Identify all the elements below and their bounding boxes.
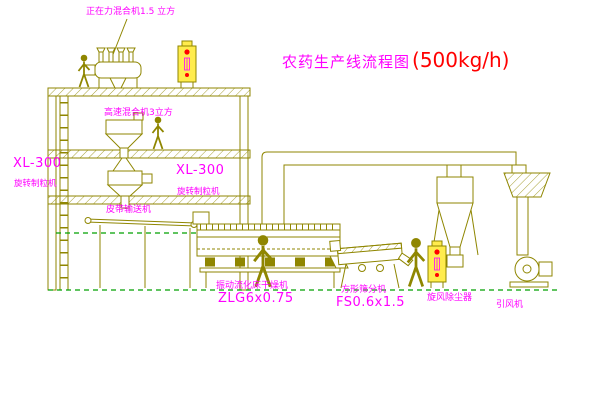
label-granulator-left-model: XL-300 [13,156,62,171]
label-dust-collector: 旋风除尘器 [427,293,473,303]
control-cabinet-ground [427,240,447,289]
square-sieve [329,239,414,289]
label-dryer-name: 振动流化床干燥机 [216,281,289,291]
label-granulator-mid-name: 旋转制粒机 [177,187,220,197]
label-top-mixer: 正在力混合机1.5 立方 [86,7,176,17]
label-granulator-left-name: 旋转制粒机 [14,179,57,189]
label-granulator-mid-model: XL-300 [176,163,225,178]
dust-collector [503,172,551,256]
building-structure [47,87,251,291]
title-text: 农药生产线流程图 [282,53,411,71]
top-mixer [83,18,142,89]
control-cabinet-upper [177,40,197,89]
high-speed-mixer [104,112,144,159]
rotary-granulator [106,157,153,209]
label-belt-conveyor: 皮带输送机 [106,205,152,215]
label-sieve-model: FS0.6x1.5 [336,295,406,310]
fluid-bed-dryer [192,211,349,288]
worker-figure-mid [151,115,165,150]
belt-conveyor [84,217,198,288]
exhaust-duct [261,151,527,231]
label-dryer-model: ZLG6x0.75 [218,291,294,306]
label-fan: 引风机 [496,300,524,310]
label-sieve-name: 方形筛分机 [341,285,387,295]
cyclone-separator [431,164,479,268]
title-capacity: (500kg/h) [412,48,510,72]
label-high-speed-mixer: 高速混合机3立方 [104,108,173,118]
induced-draft-fan [509,256,553,288]
diagram-title: 农药生产线流程图 (500kg/h) [282,48,510,72]
